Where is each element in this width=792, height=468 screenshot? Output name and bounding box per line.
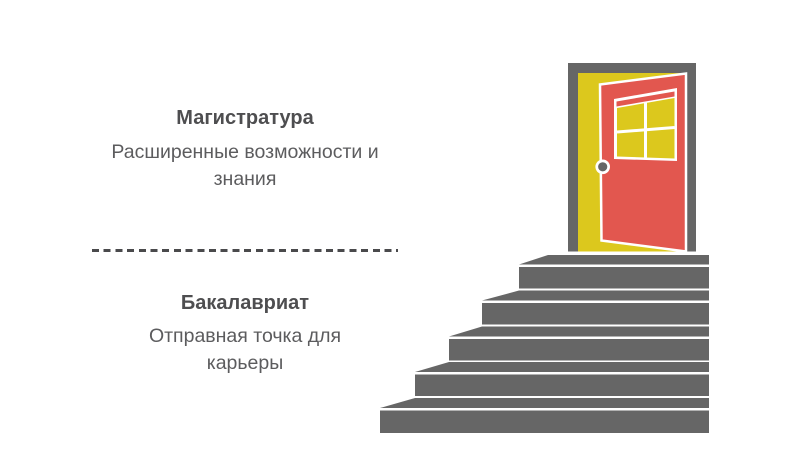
staircase-icon [380, 255, 709, 433]
window-muntin-horizontal [616, 126, 675, 134]
master-degree-subtitle-line2: знания [213, 167, 277, 190]
stair-riser [519, 267, 709, 289]
stair-tread [449, 326, 709, 337]
master-degree-subtitle: Расширенные возможности и знания [85, 139, 405, 192]
stair-riser [415, 374, 709, 396]
stair-riser [449, 339, 709, 361]
bachelor-degree-subtitle: Отправная точка для карьеры [85, 323, 405, 376]
stair-tread [482, 290, 709, 301]
bachelor-degree-subtitle-line1: Отправная точка для [148, 325, 342, 347]
dashed-divider [92, 249, 398, 252]
open-door-icon [568, 63, 696, 253]
stair-riser [482, 303, 709, 325]
bachelor-degree-title: Бакалавриат [180, 292, 310, 314]
stair-riser [380, 410, 709, 433]
door-knob [598, 162, 608, 172]
stair-tread [519, 255, 709, 265]
stair-tread [415, 362, 709, 372]
bachelor-degree-subtitle-line2: карьеры [206, 351, 284, 374]
master-degree-subtitle-line1: Расширенные возможности и [111, 141, 379, 163]
stair-tread [380, 398, 709, 408]
master-degree-title: Магистратура [176, 107, 314, 129]
door-window-top-rail [616, 91, 675, 107]
